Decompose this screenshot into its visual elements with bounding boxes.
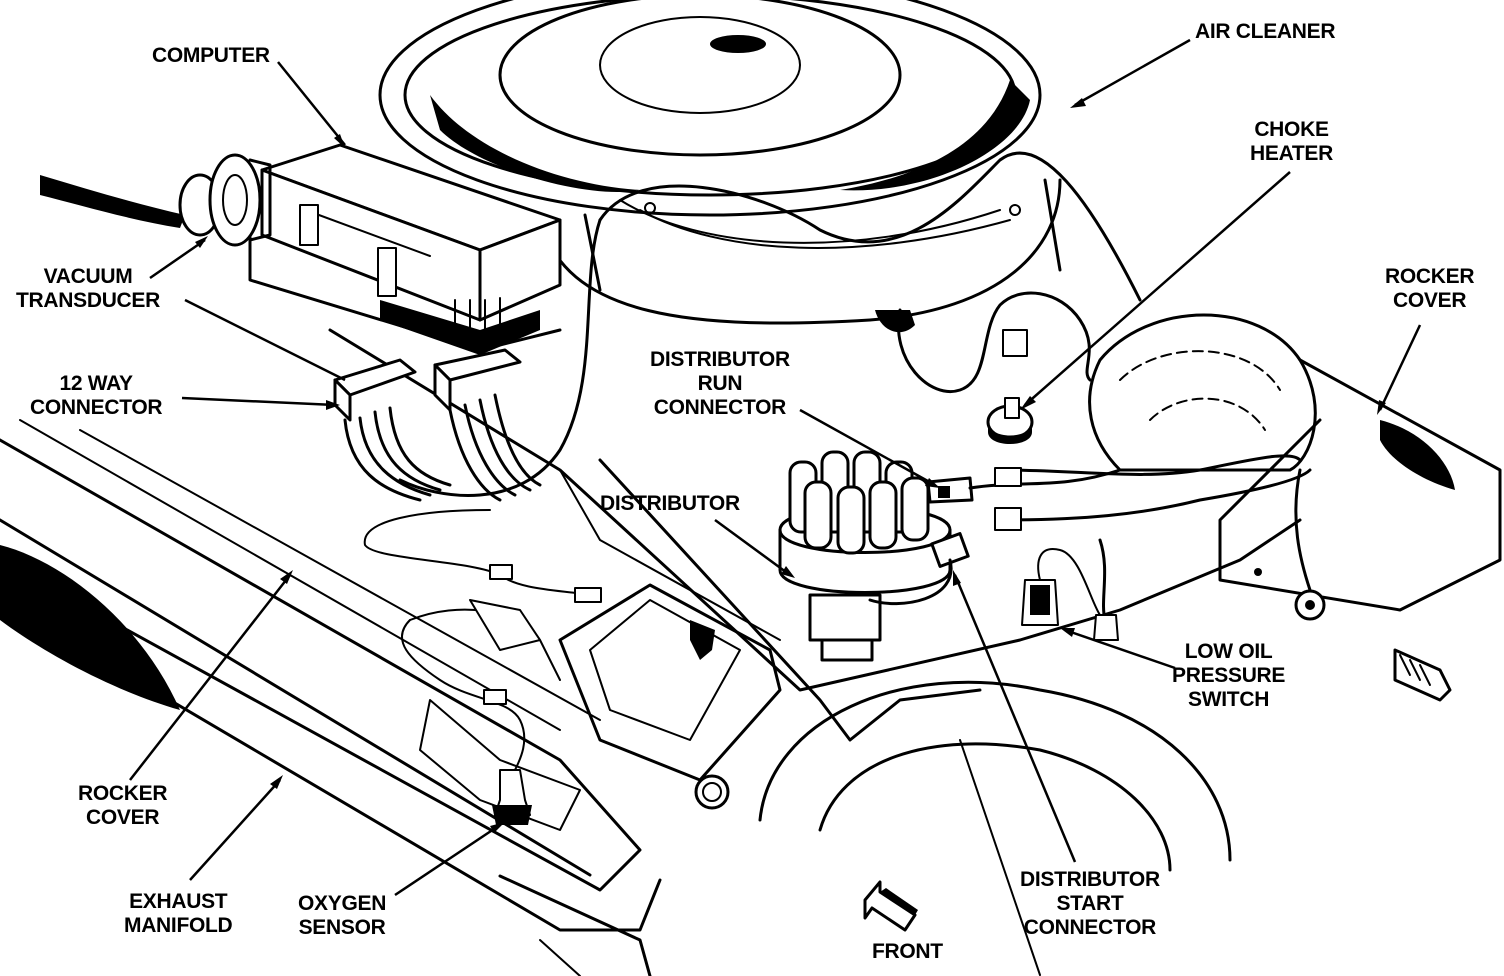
distributor <box>778 450 970 662</box>
arrowhead-vacuum-transducer <box>195 236 208 248</box>
front-direction-arrow <box>863 880 918 932</box>
label-distributor-start-connector-line-3: CONNECTOR <box>1023 916 1157 939</box>
leader-lines <box>129 38 1422 897</box>
label-computer: COMPUTER <box>152 44 270 68</box>
leader-low-oil-pressure-switch <box>1064 628 1176 670</box>
label-distributor-start-connector: DISTRIBUTOR START CONNECTOR <box>1020 868 1160 940</box>
label-front-text: FRONT <box>872 940 943 963</box>
label-oxygen-sensor-line-2: SENSOR <box>298 916 386 939</box>
leader-distributor <box>714 518 791 577</box>
engine-block <box>328 328 1302 976</box>
label-rocker-cover-left: ROCKER COVER <box>78 782 168 830</box>
leader-exhaust-manifold <box>189 779 281 881</box>
label-distributor-run-connector: DISTRIBUTOR RUN CONNECTOR <box>650 348 790 420</box>
label-distributor: DISTRIBUTOR <box>600 492 740 516</box>
label-choke-heater-line-1: CHOKE <box>1254 118 1329 141</box>
label-vacuum-transducer-line-2: TRANSDUCER <box>16 289 161 312</box>
label-distributor-run-connector-line-3: CONNECTOR <box>653 396 787 419</box>
leader-distributor-run-connector <box>799 408 936 487</box>
leader-rocker-cover-left <box>129 574 291 781</box>
label-distributor-text: DISTRIBUTOR <box>600 492 740 515</box>
label-12-way-connector-line-2: CONNECTOR <box>30 396 163 419</box>
leader-vacuum-transducer-2 <box>184 298 346 382</box>
label-low-oil-pressure-switch-line-3: SWITCH <box>1188 688 1270 711</box>
arrowhead-distributor-run-connector <box>925 478 940 488</box>
label-distributor-run-connector-line-2: RUN <box>697 372 743 395</box>
right-rocker-cover <box>1088 313 1502 612</box>
arrowhead-air-cleaner <box>1070 98 1086 108</box>
leader-air-cleaner <box>1074 38 1191 107</box>
label-12-way-connector: 12 WAY CONNECTOR <box>30 372 163 420</box>
label-oxygen-sensor: OXYGEN SENSOR <box>298 892 386 940</box>
distributor-run-connector <box>926 468 1122 504</box>
leader-12-way-connector <box>181 396 336 407</box>
arrowhead-rocker-cover-right <box>1377 400 1386 415</box>
arrowhead-computer <box>334 134 345 148</box>
label-rocker-cover-left-line-2: COVER <box>86 806 160 829</box>
label-rocker-cover-right: ROCKER COVER <box>1385 265 1475 313</box>
arrowhead-12-way-connector <box>326 400 340 410</box>
label-distributor-start-connector-line-1: DISTRIBUTOR <box>1020 868 1160 891</box>
computer-module <box>248 143 562 355</box>
twelve-way-connectors <box>333 151 1142 502</box>
label-low-oil-pressure-switch: LOW OIL PRESSURE SWITCH <box>1172 640 1285 712</box>
label-rocker-cover-right-line-2: COVER <box>1393 289 1467 312</box>
choke-heater <box>875 291 1092 444</box>
exhaust-manifold <box>0 598 662 976</box>
label-12-way-connector-line-1: 12 WAY <box>59 372 133 395</box>
arrowhead-low-oil-pressure-switch <box>1060 628 1075 637</box>
label-computer-text: COMPUTER <box>152 44 270 67</box>
label-low-oil-pressure-switch-line-1: LOW OIL <box>1184 640 1273 663</box>
leader-vacuum-transducer <box>149 238 206 280</box>
leader-computer <box>277 61 346 146</box>
arrowhead-distributor <box>781 566 795 578</box>
label-front: FRONT <box>872 940 943 964</box>
left-rocker-cover <box>0 419 642 892</box>
label-exhaust-manifold-line-2: MANIFOLD <box>124 914 233 937</box>
label-choke-heater-line-2: HEATER <box>1250 142 1333 165</box>
label-exhaust-manifold-line-1: EXHAUST <box>129 890 228 913</box>
air-cleaner <box>378 0 1062 325</box>
low-oil-pressure-switch <box>994 454 1312 641</box>
vacuum-transducer <box>40 153 272 247</box>
leader-distributor-start-connector <box>953 574 1077 863</box>
arrowhead-choke-heater <box>1020 396 1036 410</box>
oxygen-sensor <box>363 509 602 825</box>
label-choke-heater: CHOKE HEATER <box>1250 118 1333 166</box>
label-air-cleaner-text: AIR CLEANER <box>1195 20 1336 43</box>
label-oxygen-sensor-line-1: OXYGEN <box>298 892 387 915</box>
leader-rocker-cover-right <box>1378 324 1422 411</box>
distributor-cap-towers <box>788 450 930 555</box>
arrowhead-exhaust-manifold <box>270 775 283 789</box>
label-distributor-run-connector-line-1: DISTRIBUTOR <box>650 348 790 371</box>
label-rocker-cover-left-line-1: ROCKER <box>78 782 168 805</box>
arrowhead-oxygen-sensor <box>490 822 505 833</box>
label-rocker-cover-right-line-1: ROCKER <box>1385 265 1475 288</box>
label-air-cleaner: AIR CLEANER <box>1195 20 1336 44</box>
label-low-oil-pressure-switch-line-2: PRESSURE <box>1172 664 1286 687</box>
label-exhaust-manifold: EXHAUST MANIFOLD <box>124 890 233 938</box>
leader-choke-heater <box>1024 171 1291 406</box>
leader-oxygen-sensor <box>394 823 501 897</box>
label-vacuum-transducer: VACUUM TRANSDUCER <box>16 265 160 313</box>
ground-terminal-and-bolt <box>1254 468 1452 702</box>
arrowhead-distributor-start-connector <box>953 570 961 586</box>
arrowhead-rocker-cover-left <box>280 570 293 584</box>
label-distributor-start-connector-line-2: START <box>1056 892 1124 915</box>
label-vacuum-transducer-line-1: VACUUM <box>43 265 133 288</box>
